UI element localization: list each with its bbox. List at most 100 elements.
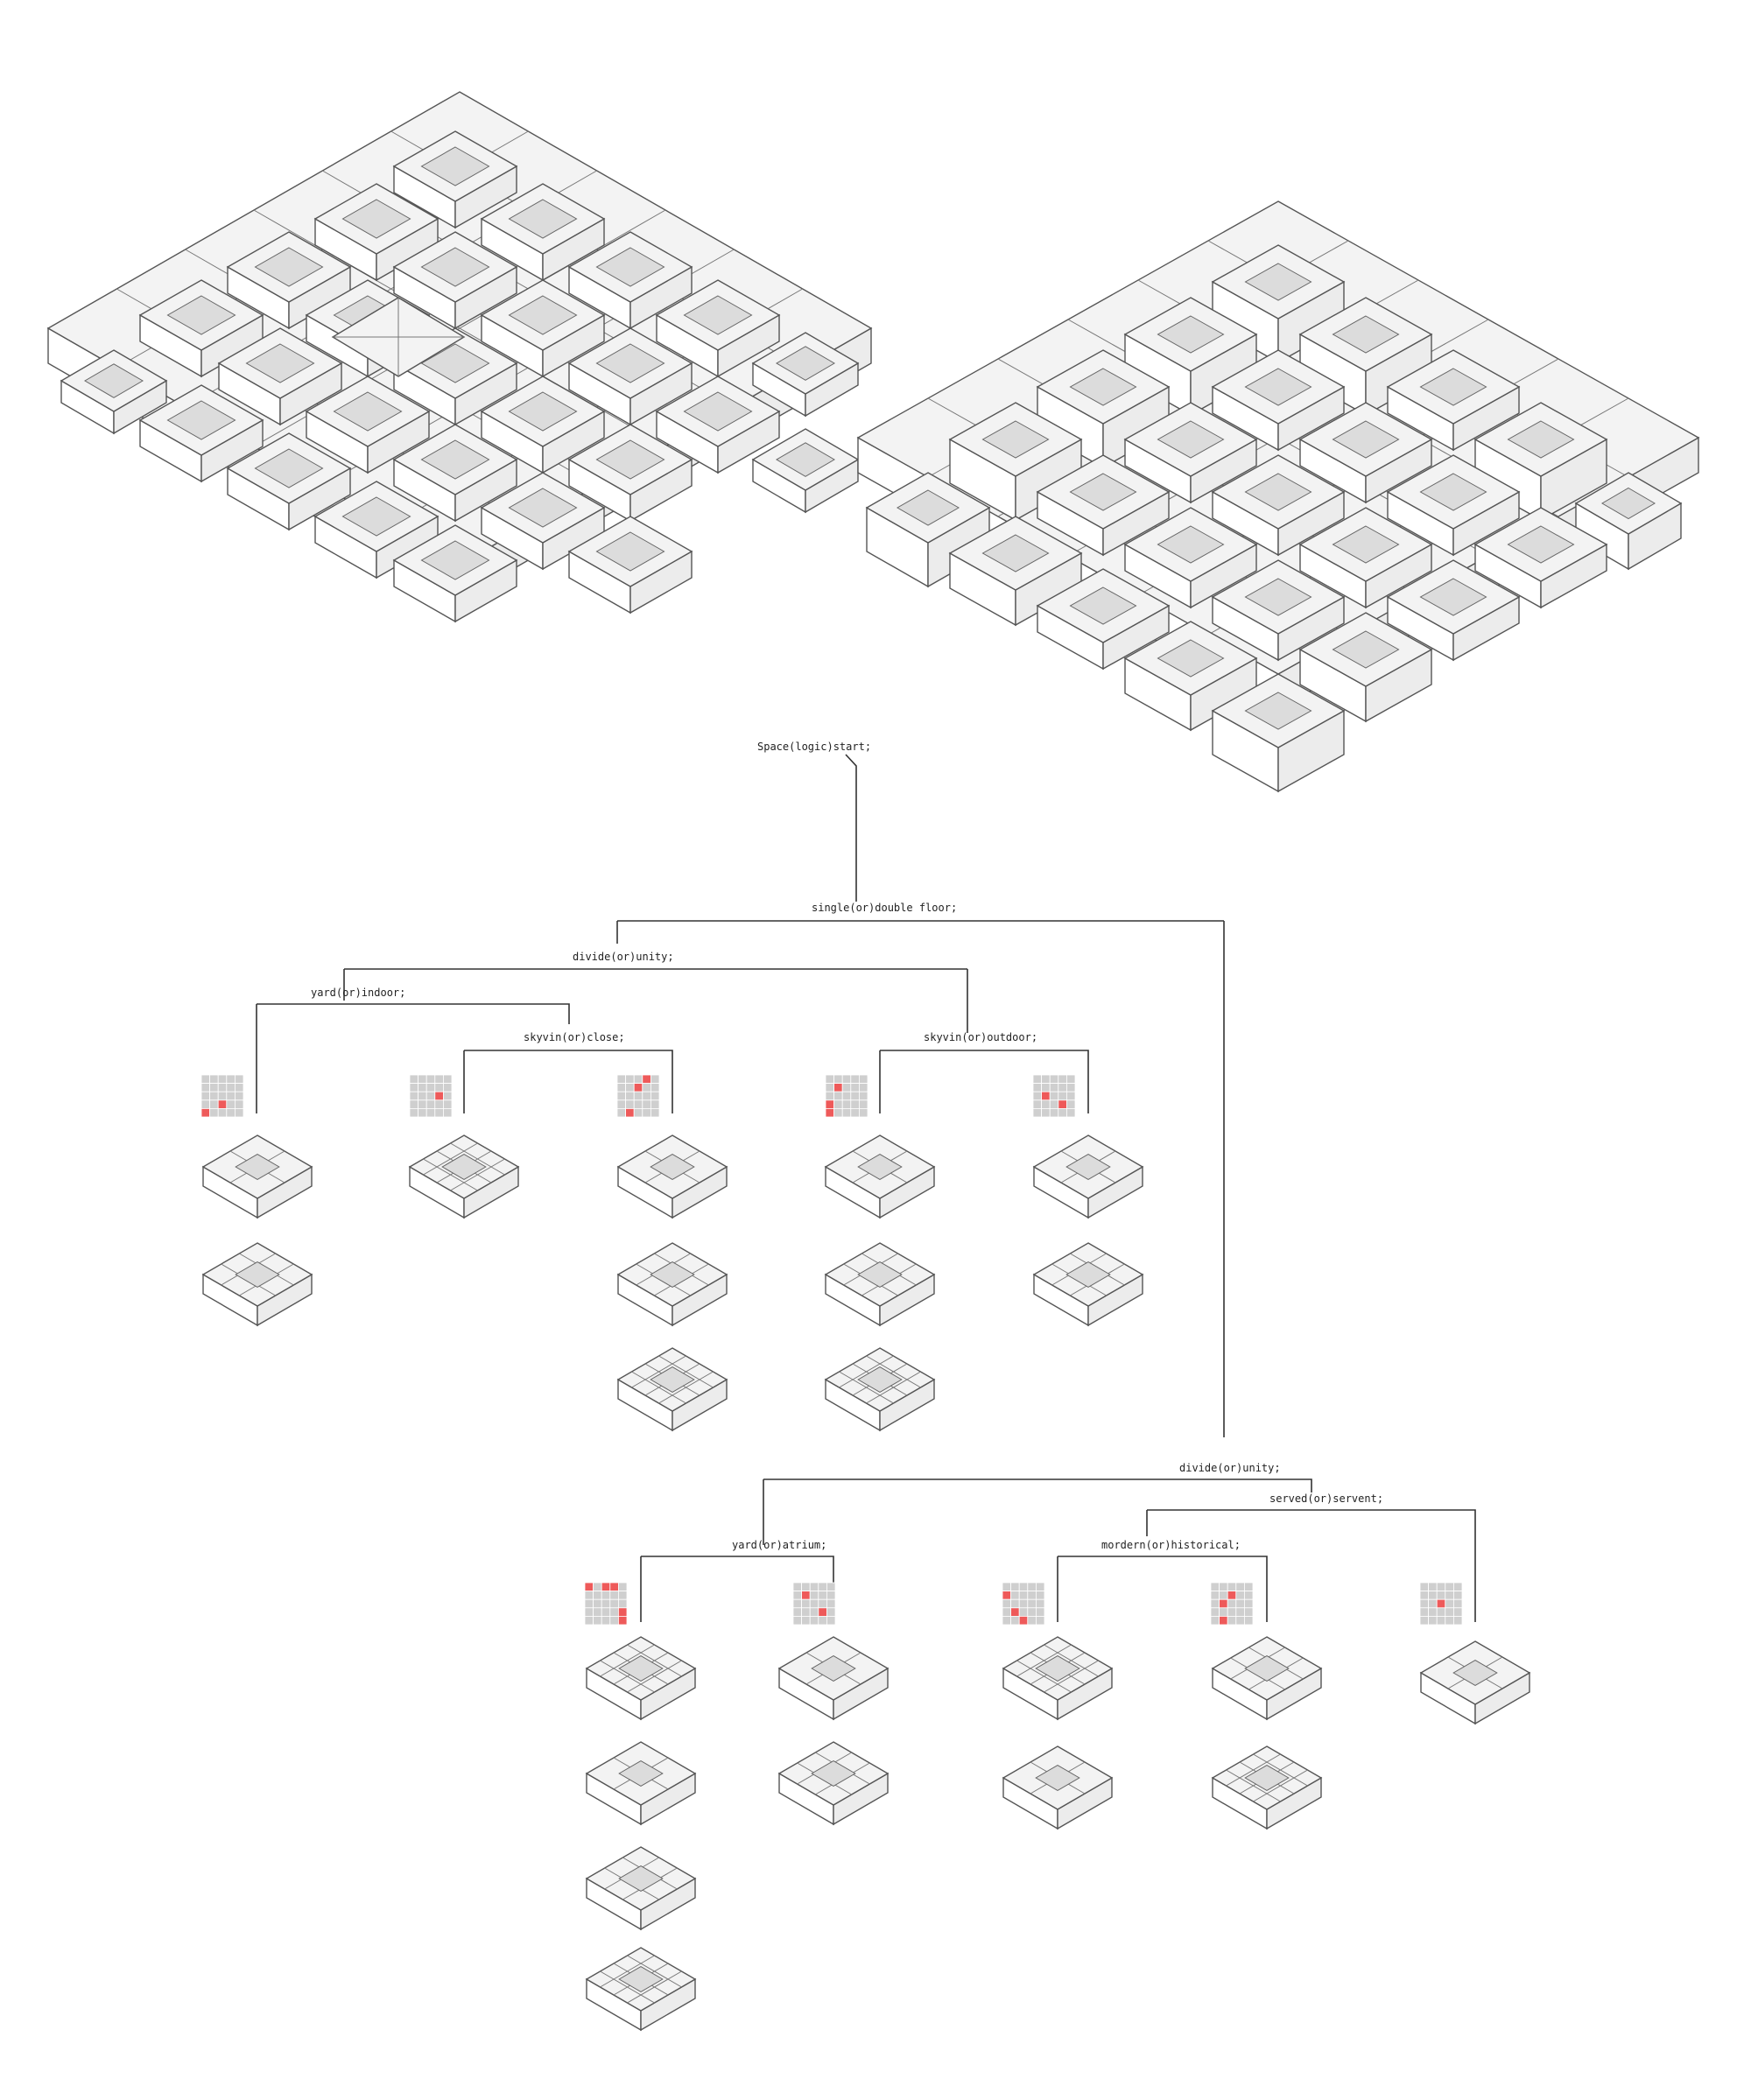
selection-grids <box>201 1075 1462 1625</box>
grid-cell <box>1220 1583 1228 1591</box>
grid-cell <box>650 1075 659 1084</box>
grid-cell <box>859 1075 868 1084</box>
grid-cell <box>851 1084 860 1092</box>
grid-cell <box>643 1100 651 1109</box>
grid-cell <box>1437 1616 1445 1625</box>
grid-cell <box>227 1100 236 1109</box>
grid-cell <box>1019 1608 1028 1617</box>
grid-cell-selected <box>610 1583 619 1591</box>
grid-cell <box>1033 1084 1042 1092</box>
grid-cell <box>201 1075 210 1084</box>
grid-cell <box>643 1108 651 1117</box>
thumb-modern-2 <box>1003 1746 1112 1829</box>
grid-cell-selected <box>201 1108 210 1117</box>
grid-cell <box>1437 1608 1445 1617</box>
grid-cell <box>235 1075 243 1084</box>
grid-cell <box>1227 1608 1236 1617</box>
grid-cell-selected <box>834 1084 843 1092</box>
grid-cell <box>1002 1616 1011 1625</box>
grid-cell <box>594 1591 602 1600</box>
grid-cell <box>859 1084 868 1092</box>
selection-grid-10 <box>1420 1583 1462 1625</box>
grid-cell <box>1066 1092 1075 1100</box>
grid-cell <box>601 1599 610 1608</box>
grid-cell <box>443 1075 452 1084</box>
thumb-close-3 <box>618 1243 727 1325</box>
grid-cell-selected <box>626 1108 635 1117</box>
grid-cell <box>410 1100 418 1109</box>
node-label-single-or-double-floor: single(or)double floor; <box>812 902 957 914</box>
grid-cell <box>842 1100 851 1109</box>
grid-cell <box>235 1100 243 1109</box>
grid-cell <box>826 1591 835 1600</box>
grid-cell <box>1036 1591 1044 1600</box>
grid-cell <box>1058 1075 1067 1084</box>
grid-cell <box>851 1075 860 1084</box>
selection-grid-5 <box>1033 1075 1075 1117</box>
axonometric-plan-right <box>858 201 1698 791</box>
grid-cell <box>1244 1608 1253 1617</box>
grid-cell <box>1453 1591 1462 1600</box>
grid-cell <box>410 1084 418 1092</box>
grid-cell <box>235 1084 243 1092</box>
grid-cell <box>1437 1591 1445 1600</box>
grid-cell <box>819 1591 827 1600</box>
grid-cell <box>826 1092 834 1100</box>
selection-grid-4 <box>826 1075 868 1117</box>
grid-cell-selected <box>826 1100 834 1109</box>
grid-cell <box>793 1608 802 1617</box>
grid-cell <box>650 1092 659 1100</box>
selection-grid-2 <box>410 1075 452 1117</box>
grid-cell <box>1028 1599 1037 1608</box>
grid-cell <box>610 1599 619 1608</box>
node-label-yard-or-indoor: yard(or)indoor; <box>311 987 405 999</box>
grid-cell <box>643 1092 651 1100</box>
grid-cell <box>201 1084 210 1092</box>
grid-cell <box>819 1616 827 1625</box>
grid-cell <box>1028 1583 1037 1591</box>
grid-cell-selected <box>1019 1616 1028 1625</box>
grid-cell <box>585 1608 594 1617</box>
grid-cell <box>1033 1108 1042 1117</box>
grid-cell <box>826 1084 834 1092</box>
grid-cell <box>1236 1608 1245 1617</box>
grid-cell <box>842 1075 851 1084</box>
grid-cell <box>210 1075 219 1084</box>
grid-cell <box>443 1092 452 1100</box>
grid-cell <box>1011 1591 1020 1600</box>
thumb-outdoor-3 <box>826 1348 934 1430</box>
grid-cell <box>1033 1092 1042 1100</box>
grid-cell <box>601 1616 610 1625</box>
grid-cell <box>859 1092 868 1100</box>
grid-cell <box>1420 1616 1429 1625</box>
selection-grid-9 <box>1211 1583 1253 1625</box>
grid-cell <box>802 1599 811 1608</box>
grid-cell <box>793 1591 802 1600</box>
grid-cell <box>235 1108 243 1117</box>
thumb-yard-atrium-4 <box>587 1948 695 2030</box>
grid-cell <box>1011 1616 1020 1625</box>
grid-cell <box>1050 1108 1058 1117</box>
grid-cell-selected <box>826 1108 834 1117</box>
grid-cell <box>1453 1599 1462 1608</box>
grid-cell <box>1036 1608 1044 1617</box>
grid-cell <box>826 1599 835 1608</box>
grid-cell <box>1211 1616 1220 1625</box>
grid-cell <box>210 1084 219 1092</box>
grid-cell <box>1429 1591 1438 1600</box>
grid-cell <box>235 1092 243 1100</box>
grid-cell <box>610 1608 619 1617</box>
grid-cell <box>1002 1608 1011 1617</box>
grid-cell <box>1002 1599 1011 1608</box>
grid-cell <box>859 1100 868 1109</box>
grid-cell <box>1033 1075 1042 1084</box>
grid-cell <box>426 1084 435 1092</box>
grid-cell <box>1036 1599 1044 1608</box>
grid-cell <box>218 1108 227 1117</box>
grid-cell <box>834 1092 843 1100</box>
grid-cell <box>618 1583 627 1591</box>
grid-cell <box>1058 1108 1067 1117</box>
thumb-historical-2 <box>1213 1746 1321 1829</box>
grid-cell <box>1066 1108 1075 1117</box>
grid-cell <box>1236 1583 1245 1591</box>
